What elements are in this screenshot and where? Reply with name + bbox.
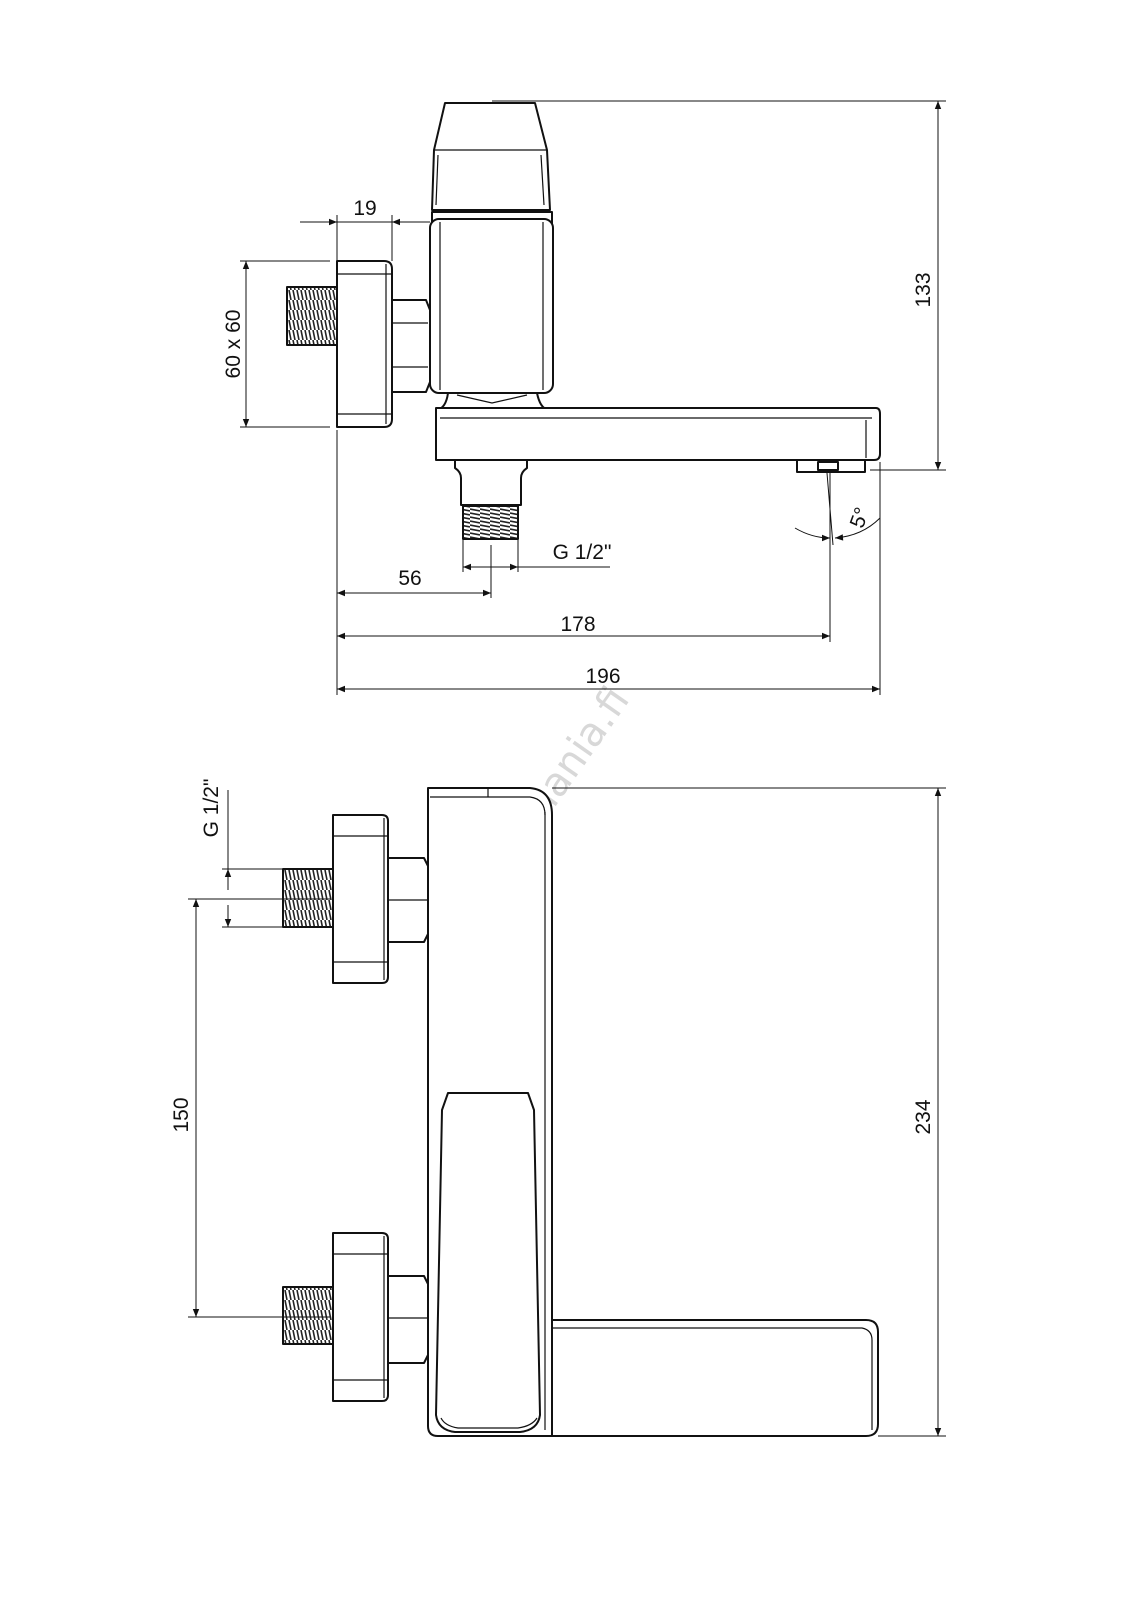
dimension-178: 178 bbox=[337, 472, 831, 642]
dimension-g12-outlet: G 1/2" bbox=[462, 540, 612, 572]
dimension-150: 150 bbox=[170, 898, 330, 1318]
dimension-234: 234 bbox=[552, 787, 946, 1437]
dim-label-outlet-offset: 56 bbox=[398, 567, 421, 590]
dim-label-plate-size: 60 x 60 bbox=[222, 310, 245, 379]
dim-label-total-height: 234 bbox=[912, 1099, 935, 1134]
dim-label-height: 133 bbox=[912, 272, 935, 307]
inlet-upper bbox=[282, 814, 429, 984]
lever-front bbox=[435, 1092, 541, 1433]
outlet-connector bbox=[454, 459, 528, 540]
spout bbox=[435, 407, 881, 473]
dim-label-spout-angle: 5° bbox=[846, 504, 874, 531]
dimension-196: 196 bbox=[337, 462, 881, 695]
spout-front bbox=[551, 1319, 879, 1437]
dimension-60x60: 60 x 60 bbox=[222, 260, 330, 428]
dimension-19: 19 bbox=[300, 197, 430, 261]
front-view: 234 150 G 1/2" bbox=[170, 779, 946, 1437]
wall-plate bbox=[286, 260, 393, 428]
mixer-body bbox=[429, 218, 554, 411]
handle bbox=[431, 102, 553, 225]
dimension-133: 133 bbox=[492, 100, 946, 471]
hex-nut bbox=[391, 299, 431, 393]
dim-label-plate-depth: 19 bbox=[353, 197, 376, 220]
dim-label-total-depth: 196 bbox=[585, 665, 620, 688]
dim-label-outlet-thread: G 1/2" bbox=[553, 541, 612, 564]
dimension-g12-inlet: G 1/2" bbox=[200, 779, 290, 928]
dimension-5-degrees: 5° bbox=[794, 472, 881, 546]
dim-label-inlet-thread: G 1/2" bbox=[200, 779, 223, 838]
dim-label-inlet-spacing: 150 bbox=[170, 1097, 193, 1132]
inlet-lower bbox=[282, 1232, 429, 1402]
dim-label-spout-reach: 178 bbox=[560, 613, 595, 636]
top-view: 133 19 60 x 60 G 1/2" 56 bbox=[222, 100, 946, 695]
dimension-56: 56 bbox=[337, 545, 492, 598]
